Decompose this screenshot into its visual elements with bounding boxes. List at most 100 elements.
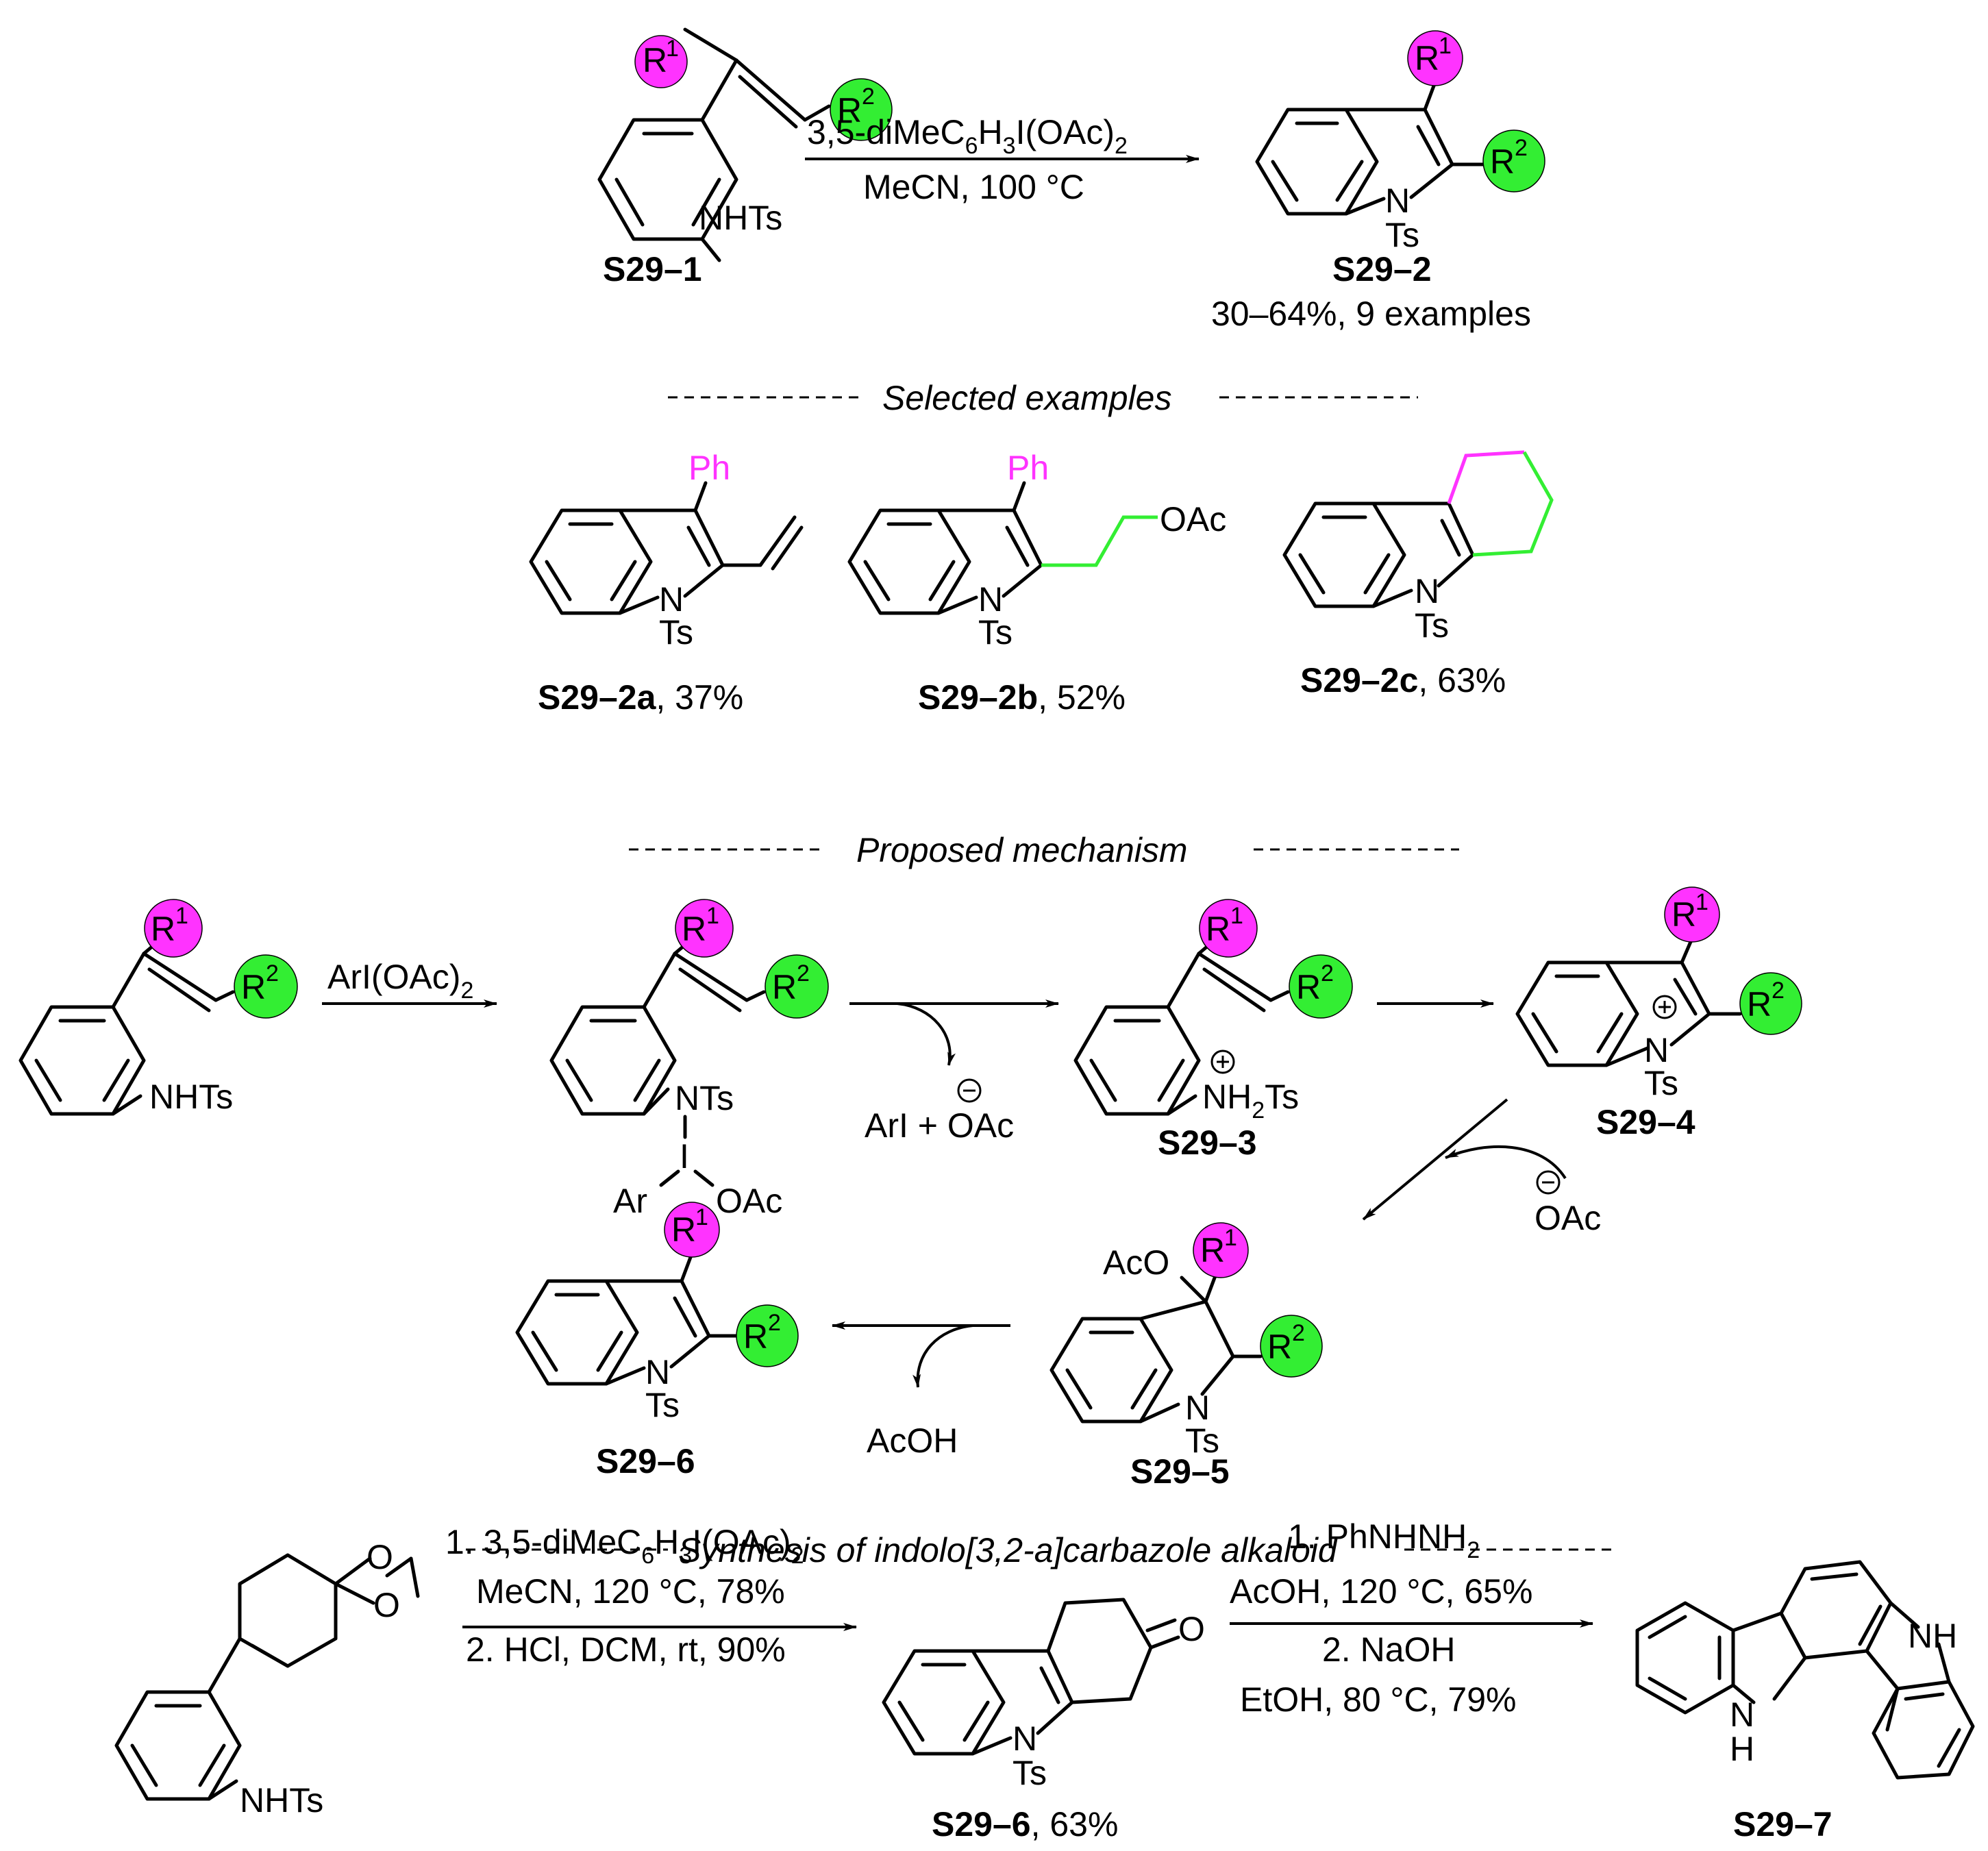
synthesis-arrow-1: 1. 3,5-diMeC6H3I(OAc)2 MeCN, 120 °C, 78%… xyxy=(445,1523,857,1669)
mechanism-starting-material: R 1 R 2 NHTs xyxy=(18,899,298,1116)
compound-label-s29-2: S29–2 xyxy=(1332,250,1432,288)
top-reaction-arrow: 3,5-diMeC6H3I(OAc)2 MeCN, 100 °C xyxy=(805,113,1200,206)
ph-label: Ph xyxy=(1007,449,1049,487)
r2-superscript: 2 xyxy=(1772,978,1785,1004)
top-reagent: 3,5-diMeC6H3I(OAc)2 xyxy=(807,113,1128,159)
r2-superscript: 2 xyxy=(862,84,875,110)
r1-ball xyxy=(144,899,203,958)
example-s29-2a: Ph N Ts S29–2a, 37% xyxy=(529,449,804,717)
synthesis-step1-conditions: MeCN, 120 °C, 78% xyxy=(476,1572,785,1611)
r1-superscript: 1 xyxy=(175,903,188,929)
r1-ball xyxy=(1193,1222,1249,1278)
r2-ball xyxy=(1260,1315,1323,1378)
compound-label-s29-7: S29–7 xyxy=(1733,1805,1832,1843)
ar-label: Ar xyxy=(613,1182,647,1220)
synthesis-step2-conditions: AcOH, 120 °C, 65% xyxy=(1230,1572,1532,1611)
example-s29-2b: Ph OAc N Ts S29–2b, 52% xyxy=(847,449,1226,717)
r1-superscript: 1 xyxy=(1695,889,1709,915)
synthesis-intermediate-s29-6: O N Ts S29–6, 63% xyxy=(882,1598,1205,1843)
oac-label: OAc xyxy=(1160,500,1226,538)
r2-superscript: 2 xyxy=(797,960,810,986)
compound-label-s29-6: S29–6 xyxy=(596,1442,695,1480)
r2-ball xyxy=(830,78,893,141)
ts-label: Ts xyxy=(1385,216,1419,254)
nhts-label: NHTs xyxy=(149,1078,233,1116)
mechanism-arrow-5: AcOH xyxy=(832,1321,1010,1460)
plus-charge xyxy=(1210,1049,1235,1074)
r1-ball xyxy=(634,35,688,88)
r2-ball xyxy=(765,954,829,1019)
intermediate-s29-4: R 1 R 2 N Ts S29–4 xyxy=(1515,886,1802,1141)
synthesis-step2-base: 2. NaOH xyxy=(1322,1630,1456,1669)
mechanism-product-s29-6: R 1 R 2 N Ts S29–6 xyxy=(515,1202,799,1480)
mechanism-arrow-1: ArI(OAc)2 xyxy=(322,958,497,1008)
r2-superscript: 2 xyxy=(768,1310,781,1336)
nts-label: NTs xyxy=(675,1079,734,1117)
r1-superscript: 1 xyxy=(1224,1225,1237,1251)
r2-label: R xyxy=(1490,142,1515,181)
r1-superscript: 1 xyxy=(666,36,679,62)
n-label: N xyxy=(1730,1695,1754,1734)
r1-ball xyxy=(1199,899,1258,958)
r1-ball xyxy=(675,899,734,958)
example-s29-2c: N Ts S29–2c, 63% xyxy=(1282,450,1554,699)
ph-label: Ph xyxy=(688,449,730,487)
iodane-intermediate: R 1 R 2 NTs I Ar OAc xyxy=(549,899,829,1220)
r1-superscript: 1 xyxy=(1439,33,1452,59)
intermediate-s29-3: R 1 R 2 NH2Ts S29–3 xyxy=(1073,899,1353,1162)
mechanism-header: Proposed mechanism xyxy=(629,831,1459,869)
r2-superscript: 2 xyxy=(1321,960,1334,986)
r2-ball xyxy=(1482,129,1545,192)
r1-superscript: 1 xyxy=(695,1204,708,1230)
synthesis-arrow-2: 1. PhNHNH2 AcOH, 120 °C, 65% 2. NaOH EtO… xyxy=(1230,1517,1593,1719)
synthesis-step2-solvent: EtOH, 80 °C, 79% xyxy=(1240,1680,1517,1719)
compound-label-s29-5: S29–5 xyxy=(1130,1452,1230,1491)
n-label: N xyxy=(659,580,684,619)
r2-label: R xyxy=(743,1317,768,1356)
ts-label: Ts xyxy=(659,613,693,651)
r1-ball xyxy=(664,1202,720,1258)
byproduct-ari-oac: ArI + OAc xyxy=(865,1106,1014,1145)
minus-charge xyxy=(1536,1170,1561,1195)
oac-label: OAc xyxy=(716,1182,782,1220)
starting-material-s29-1: R 1 R 2 NHTs S29–1 xyxy=(597,27,893,288)
ts-label: Ts xyxy=(1012,1754,1047,1792)
ts-label: Ts xyxy=(645,1386,680,1424)
r1-label: R xyxy=(151,910,175,948)
n-label: N xyxy=(1644,1031,1669,1069)
r2-label: R xyxy=(1267,1328,1292,1366)
n-label: N xyxy=(1012,1719,1037,1758)
r1-label: R xyxy=(1200,1231,1225,1269)
section-title-examples: Selected examples xyxy=(882,379,1171,417)
n-label: N xyxy=(1385,182,1410,220)
aco-label: AcO xyxy=(1103,1243,1169,1282)
n-label: N xyxy=(1185,1389,1210,1427)
acetate-anion: OAc xyxy=(1535,1199,1601,1237)
oxygen-label: O xyxy=(373,1586,400,1624)
r2-superscript: 2 xyxy=(266,960,279,986)
top-conditions: MeCN, 100 °C xyxy=(863,168,1084,206)
product-s29-7: NH N H S29–7 xyxy=(1635,1560,1975,1843)
r1-label: R xyxy=(682,910,706,948)
r1-label: R xyxy=(643,41,667,79)
r2-label: R xyxy=(772,968,797,1006)
byproduct-acoh: AcOH xyxy=(867,1421,958,1460)
nh2ts-label: NH2Ts xyxy=(1202,1078,1299,1123)
example-label-2b: S29–2b, 52% xyxy=(918,678,1126,717)
r1-label: R xyxy=(1672,895,1696,934)
plus-charge xyxy=(1652,995,1677,1019)
r1-superscript: 1 xyxy=(706,903,719,929)
section-title-synthesis: Synthesis of indolo[3,2-a]carbazole alka… xyxy=(678,1531,1339,1569)
r2-ball xyxy=(234,954,298,1019)
yield-note: 30–64%, 9 examples xyxy=(1211,295,1531,333)
r2-superscript: 2 xyxy=(1515,135,1528,161)
oxygen-label: O xyxy=(1178,1610,1205,1648)
example-label-2c: S29–2c, 63% xyxy=(1300,661,1506,699)
nh-label: NH xyxy=(1908,1617,1957,1655)
selected-examples-header: Selected examples xyxy=(668,379,1418,417)
r1-label: R xyxy=(1206,910,1230,948)
r1-ball xyxy=(1407,30,1463,86)
mechanism-arrow-2: ArI + OAc xyxy=(849,999,1059,1145)
ts-label: Ts xyxy=(1185,1421,1219,1460)
